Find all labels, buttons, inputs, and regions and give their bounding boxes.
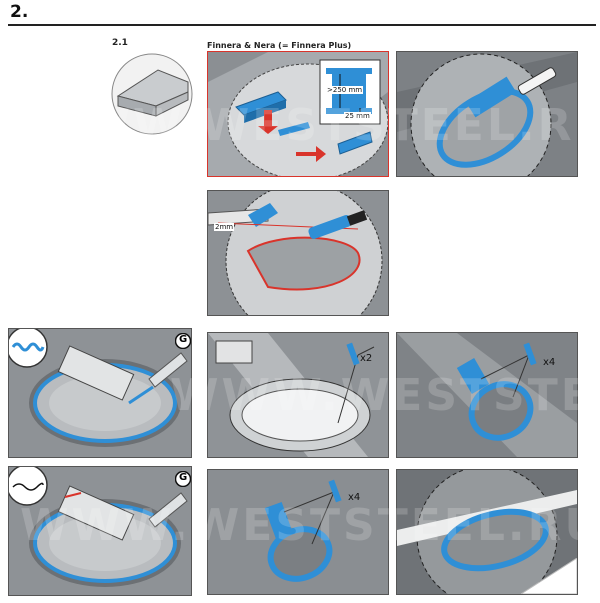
panel-sealant-flat: G: [8, 466, 192, 596]
flat-profile-icon: [9, 467, 49, 507]
profile-illustration: [110, 52, 194, 136]
screw-count-x4: x4: [543, 357, 556, 368]
panel-fix-screws-x4-bottom: x4: [207, 469, 389, 595]
panel-sealant-wave: G: [8, 328, 192, 458]
page-curl-corner: [521, 558, 577, 594]
panel-bend-tool: [396, 51, 578, 177]
height-measurement-label: >250 mm: [326, 86, 364, 94]
depth-measurement-label: 25 mm: [344, 112, 371, 120]
screw-count-x2: x2: [360, 353, 373, 364]
sealant-g-letter-2: G: [179, 472, 188, 483]
panel-fix-screws-x4-top: x4: [396, 332, 578, 458]
screw-count-x4-bottom: x4: [348, 492, 361, 503]
substep-label: 2.1: [112, 38, 128, 48]
panel-finished-ring: [396, 469, 578, 595]
sealant-g-letter: G: [179, 334, 188, 345]
gap-measurement-label: 2mm: [214, 223, 235, 231]
wavy-profile-icon: [9, 329, 49, 369]
sealant-g-badge-2: G: [175, 471, 191, 487]
panel-trim-cut: 2mm: [207, 190, 389, 316]
header-rule: [8, 24, 596, 26]
sealant-g-badge: G: [175, 333, 191, 349]
step-number: 2.: [10, 2, 29, 22]
panel-finnera-measurement: >250 mm 25 mm: [207, 51, 389, 177]
variant-caption: Finnera & Nera (= Finnera Plus): [207, 41, 352, 50]
panel-fix-screws-x2: x2: [207, 332, 389, 458]
